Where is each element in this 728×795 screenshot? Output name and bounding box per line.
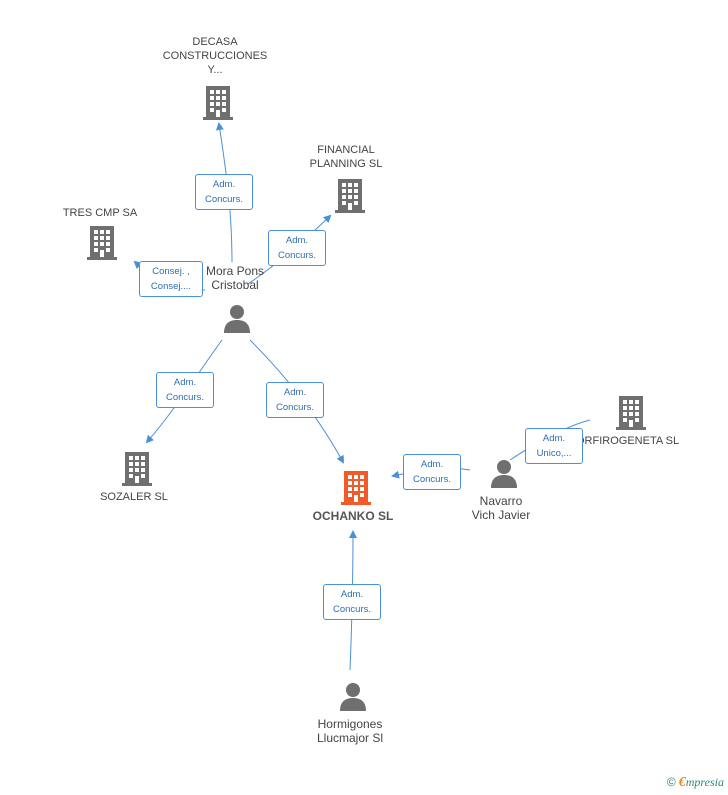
node-label-financial[interactable]: FINANCIAL PLANNING SL: [309, 144, 383, 170]
brand-name: mpresia: [685, 775, 724, 789]
node-label-orfirogeneta[interactable]: ORFIROGENETA SL: [576, 435, 680, 447]
building-icon[interactable]: [334, 177, 366, 213]
building-icon[interactable]: [86, 224, 118, 260]
building-icon-main[interactable]: [340, 469, 372, 505]
building-icon[interactable]: [615, 394, 647, 430]
node-label-ochanko[interactable]: OCHANKO SL: [312, 509, 394, 523]
edge-label-mora-decasa[interactable]: Adm. Concurs.: [195, 174, 253, 210]
person-icon[interactable]: [338, 682, 368, 712]
node-label-hormigones[interactable]: Hormigones Llucmajor Sl: [316, 717, 384, 745]
edge-label-mora-ochanko[interactable]: Adm. Concurs.: [266, 382, 324, 418]
brand-watermark: © €mpresia: [667, 775, 724, 791]
edge-label-navarro-orfiro[interactable]: Adm. Unico,...: [525, 428, 583, 464]
person-icon[interactable]: [222, 304, 252, 334]
edge-label-mora-sozaler[interactable]: Adm. Concurs.: [156, 372, 214, 408]
person-icon[interactable]: [489, 459, 519, 489]
brand-initial: €: [678, 775, 686, 790]
edge-label-mora-tres[interactable]: Consej. , Consej....: [139, 261, 203, 297]
edge-label-hormigones-ochanko[interactable]: Adm. Concurs.: [323, 584, 381, 620]
node-label-tres-cmp[interactable]: TRES CMP SA: [62, 207, 138, 219]
edge-label-navarro-ochanko[interactable]: Adm. Concurs.: [403, 454, 461, 490]
node-label-navarro[interactable]: Navarro Vich Javier: [471, 494, 531, 522]
edge-label-mora-financial[interactable]: Adm. Concurs.: [268, 230, 326, 266]
copyright-icon: ©: [666, 775, 676, 789]
node-label-mora-pons[interactable]: Mora Pons Cristobal: [205, 264, 265, 292]
node-label-sozaler[interactable]: SOZALER SL: [100, 491, 168, 503]
building-icon[interactable]: [202, 84, 234, 120]
node-label-decasa[interactable]: DECASA CONSTRUCCIONES Y...: [162, 36, 268, 76]
building-icon[interactable]: [121, 450, 153, 486]
